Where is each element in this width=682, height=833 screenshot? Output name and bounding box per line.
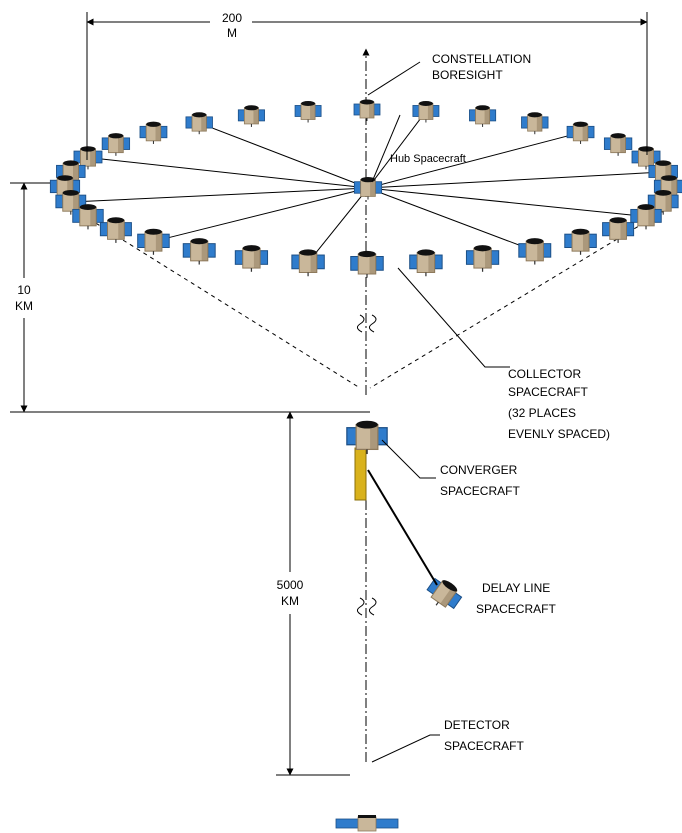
collector-spacecraft-31: [237, 105, 265, 127]
collector-label-line2: SPACECRAFT: [508, 385, 588, 399]
collector-spacecraft-3: [469, 105, 497, 127]
delay-callout: DELAY LINE SPACECRAFT: [367, 469, 556, 616]
converger-leader: [381, 439, 436, 479]
detector-leader: [371, 734, 440, 763]
hub-spacecraft-body: [353, 176, 383, 200]
collector-spacecraft-13: [564, 228, 597, 255]
detector-callout: DETECTOR SPACECRAFT: [371, 718, 524, 763]
collector-spacecraft-32: [294, 100, 322, 123]
collector-spacecraft-11: [630, 204, 662, 230]
collector-label-line4: EVENLY SPACED): [508, 427, 610, 441]
collector-spacecraft-7: [631, 146, 661, 170]
boresight-leader: [367, 61, 421, 96]
delay-line-spacecraft-body: [426, 577, 463, 610]
collector-spacecraft-15: [465, 245, 500, 272]
boresight-callout: CONSTELLATION BORESIGHT: [367, 52, 531, 96]
hub-leader: [371, 114, 401, 183]
width-unit: M: [227, 26, 237, 40]
hub-callout: Hub Spacecraft: [371, 114, 466, 183]
collector-spacecraft-28: [101, 133, 131, 156]
hub-spoke-7: [153, 187, 369, 242]
collector-spacecraft-19: [234, 245, 269, 272]
collector-spacecraft-20: [182, 238, 216, 265]
hub-spoke-5: [367, 187, 535, 252]
collector-spacecraft-14: [518, 238, 552, 265]
converger-label-line1: CONVERGER: [440, 463, 518, 477]
hub-spoke-2: [367, 132, 581, 189]
collector-spacecraft-5: [566, 121, 595, 144]
hub-spoke-6: [307, 187, 369, 263]
height-dimension-5000km: 5000 KM: [276, 411, 350, 776]
detector-label-line2: SPACECRAFT: [444, 739, 524, 753]
collector-label-line3: (32 PLACES: [508, 406, 576, 420]
hub-label: Hub Spacecraft: [390, 153, 466, 165]
hub-spokes: [70, 111, 664, 263]
width-dimension: 200 M: [86, 10, 648, 160]
hub-spoke-1: [367, 111, 427, 189]
collector-spacecraft-16: [409, 249, 443, 277]
collector-spacecraft-29: [139, 121, 168, 144]
detector-label-line1: DETECTOR: [444, 718, 510, 732]
boresight-axis: [356, 48, 377, 765]
hub-spoke-8: [70, 187, 369, 203]
collector-spacecraft-27: [73, 146, 103, 170]
boresight-label-line2: BORESIGHT: [432, 68, 503, 82]
converger-spacecraft-body: [346, 420, 388, 455]
height1-unit: KM: [15, 299, 33, 313]
collector-spacecraft-24: [55, 189, 87, 215]
collector-leader: [397, 267, 510, 368]
collector-spacecraft-4: [521, 112, 549, 135]
hub-spoke-4: [367, 187, 647, 217]
collector-spacecraft-2: [412, 100, 440, 123]
width-value: 200: [222, 11, 242, 25]
collector-spacecraft-30: [185, 112, 213, 135]
delay-label-line1: DELAY LINE: [482, 581, 550, 595]
height2-unit: KM: [281, 594, 299, 608]
converger-label-line2: SPACECRAFT: [440, 484, 520, 498]
hub-spoke-3: [367, 171, 664, 189]
collector-spacecraft-17: [350, 250, 384, 278]
axis-break-lower: [356, 597, 377, 616]
height-dimension-10km: 10 KM: [10, 182, 370, 413]
boresight-label-line1: CONSTELLATION: [432, 52, 531, 66]
detector-spacecraft-body: [335, 815, 399, 832]
collector-callout: COLLECTOR SPACECRAFT (32 PLACES EVENLY S…: [397, 267, 610, 441]
collector-ring: [49, 99, 682, 278]
collector-spacecraft-1: [353, 99, 381, 121]
collector-label-line1: COLLECTOR: [508, 367, 581, 381]
converger-spacecraft: [346, 420, 388, 501]
converger-callout: CONVERGER SPACECRAFT: [381, 439, 520, 498]
height2-value: 5000: [277, 578, 304, 592]
converger-boom: [354, 447, 367, 501]
hub-spoke-10: [199, 122, 369, 189]
collector-spacecraft-6: [603, 133, 633, 156]
collector-spacecraft-18: [291, 249, 325, 277]
hub-spacecraft: [353, 176, 383, 200]
collector-spacecraft-22: [99, 217, 132, 243]
delay-beam: [367, 469, 438, 586]
collector-spacecraft-12: [602, 217, 635, 243]
collector-spacecraft-23: [72, 204, 104, 230]
collector-spacecraft-10: [647, 189, 679, 215]
delay-line-spacecraft: [426, 577, 463, 610]
height1-value: 10: [17, 283, 31, 297]
delay-label-line2: SPACECRAFT: [476, 602, 556, 616]
collector-spacecraft-21: [137, 228, 170, 255]
axis-break-upper: [356, 314, 377, 333]
hub-spoke-9: [87, 157, 369, 189]
detector-spacecraft: [335, 815, 399, 832]
